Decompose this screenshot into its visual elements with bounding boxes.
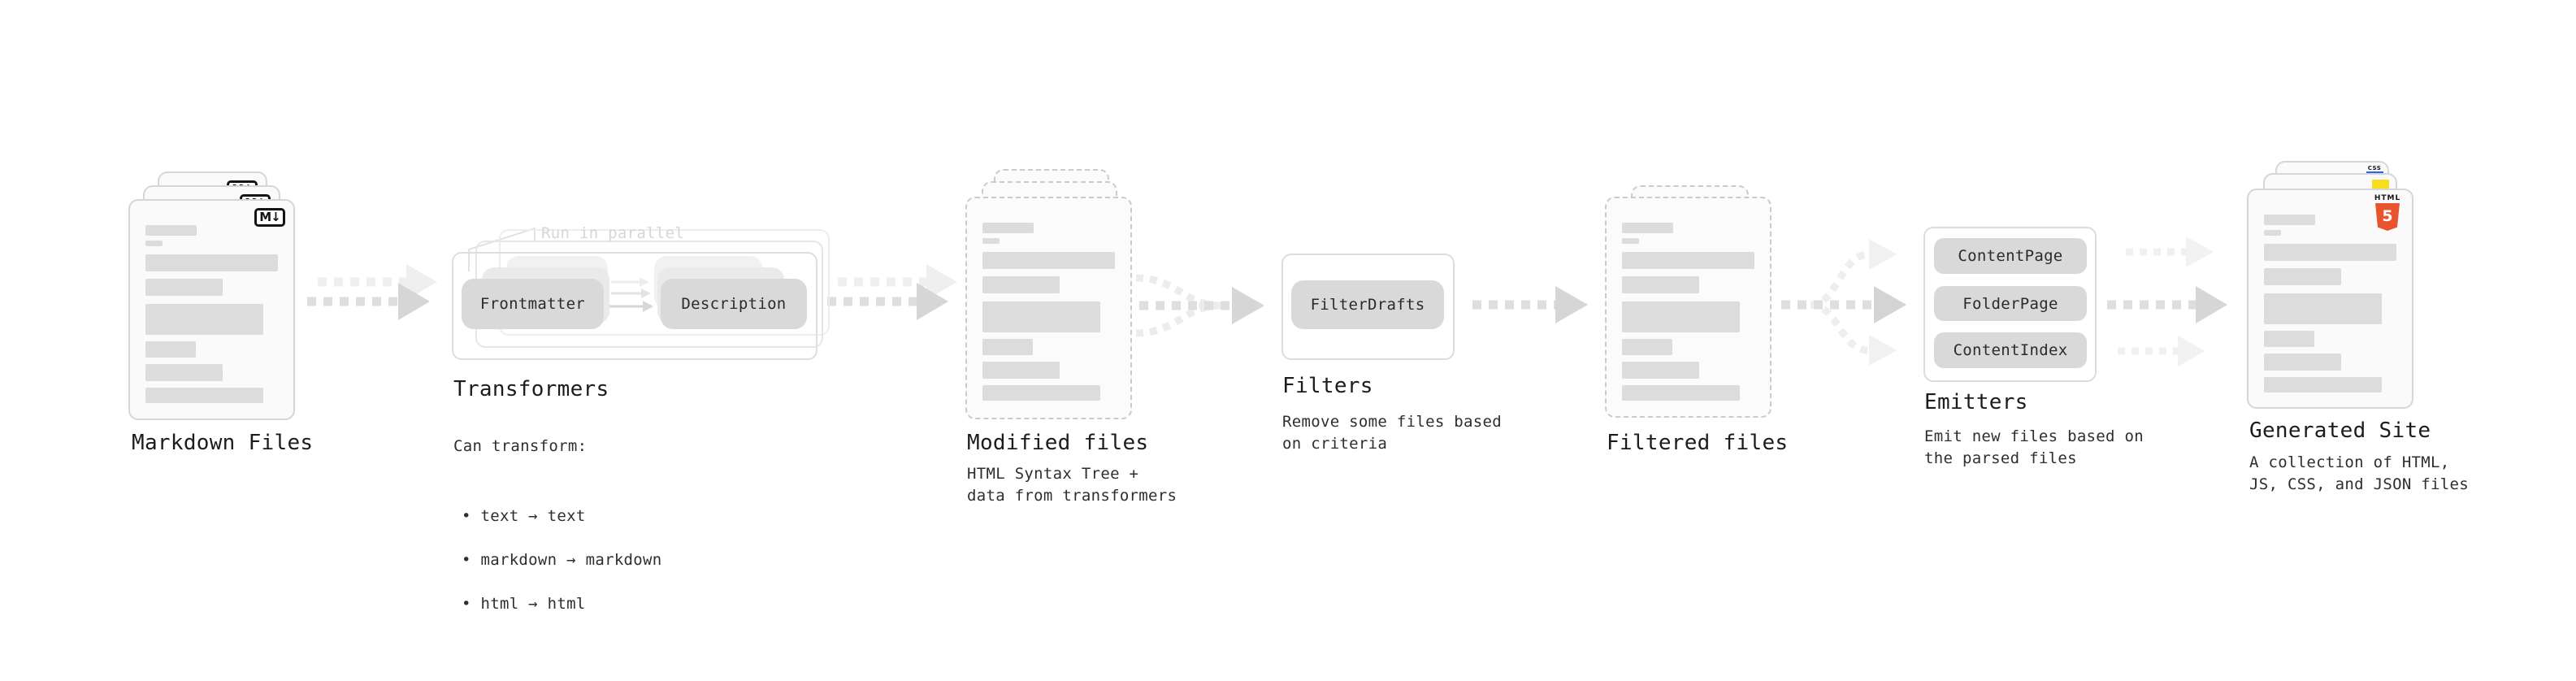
text-bar	[145, 304, 263, 335]
text-bar	[1622, 385, 1740, 401]
text-bar	[2264, 244, 2396, 261]
arrow-modified-to-filters	[1135, 274, 1264, 337]
arrow-filtered-to-emitters	[1781, 239, 1906, 366]
text-bar	[982, 362, 1060, 379]
emitters-label: Emitters	[1924, 390, 2028, 414]
filters-description: Remove some files based on criteria	[1282, 413, 1502, 453]
frontmatter-pill: Frontmatter	[462, 279, 604, 329]
arrow-markdown-to-transformers	[307, 264, 437, 320]
arrow-transformers-to-modified	[827, 264, 957, 320]
can-transform-heading: Can transform:	[453, 437, 588, 455]
generated-site-label: Generated Site	[2249, 419, 2431, 443]
transformer-parallel-arrows	[609, 277, 653, 312]
transform-bullet: • text → text	[462, 507, 586, 525]
text-bar	[1622, 362, 1699, 379]
text-bar	[145, 225, 197, 236]
emitters-description: Emit new files based on the parsed files	[1924, 427, 2144, 467]
text-bar	[1622, 276, 1699, 293]
text-bar	[982, 339, 1033, 355]
text-bar	[2264, 293, 2382, 324]
contentindex-pill: ContentIndex	[1934, 332, 2087, 368]
contentpage-pill: ContentPage	[1934, 238, 2087, 274]
filtered-page-front	[1605, 197, 1772, 418]
text-bar	[145, 364, 223, 381]
text-bar	[1622, 238, 1639, 244]
site-page-html: HTML 5	[2247, 189, 2413, 409]
text-bar	[1622, 252, 1754, 269]
transform-bullet-list: • text → text • markdown → markdown • ht…	[453, 484, 662, 637]
modified-files-label: Modified files	[967, 431, 1149, 455]
filters-label: Filters	[1282, 374, 1373, 398]
text-bar	[982, 223, 1034, 233]
text-bar	[2264, 215, 2315, 225]
text-bar	[1622, 223, 1673, 233]
text-bar	[982, 276, 1060, 293]
modified-page-front	[965, 197, 1132, 419]
text-bar	[2264, 354, 2341, 371]
text-bar	[2264, 377, 2382, 393]
text-bar	[2264, 268, 2341, 285]
markdown-files-label: Markdown Files	[132, 431, 314, 455]
folderpage-pill: FolderPage	[1934, 286, 2087, 321]
transform-bullet: • markdown → markdown	[462, 551, 662, 569]
filterdrafts-pill: FilterDrafts	[1291, 280, 1444, 329]
text-bar	[1622, 301, 1740, 332]
text-bar	[145, 279, 223, 296]
run-in-parallel-leader-line	[468, 227, 536, 271]
text-bar	[145, 241, 163, 246]
text-bar	[2264, 331, 2314, 347]
text-bar	[982, 385, 1100, 401]
text-bar	[1622, 339, 1672, 355]
html5-icon: HTML 5	[2370, 194, 2405, 233]
markdown-icon: M↓	[254, 208, 285, 227]
transformer-layer-front	[452, 252, 817, 360]
arrow-emitters-to-site	[2107, 236, 2227, 367]
text-bar	[2264, 230, 2281, 236]
transformers-label: Transformers	[453, 377, 609, 401]
transform-bullet: • html → html	[462, 595, 586, 613]
description-pill: Description	[661, 279, 807, 329]
text-bar	[145, 341, 196, 358]
modified-files-description: HTML Syntax Tree + data from transformer…	[967, 465, 1177, 505]
text-bar	[982, 252, 1115, 269]
markdown-page-front: M↓	[128, 199, 295, 420]
text-bar	[982, 238, 1000, 244]
run-in-parallel-annotation: Run in parallel	[541, 224, 685, 242]
generated-site-description: A collection of HTML, JS, CSS, and JSON …	[2249, 453, 2469, 493]
transformers-description: Can transform: • text → text • markdown …	[453, 414, 662, 659]
text-bar	[145, 388, 263, 403]
text-bar	[145, 254, 278, 271]
arrow-filters-to-filtered	[1472, 286, 1588, 323]
filtered-files-label: Filtered files	[1607, 431, 1789, 455]
text-bar	[982, 301, 1100, 332]
